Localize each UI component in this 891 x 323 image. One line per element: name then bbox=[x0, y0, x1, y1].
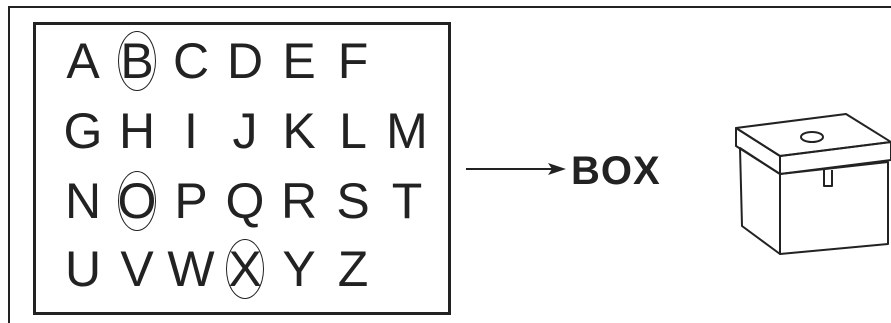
letter: H bbox=[110, 103, 164, 159]
letter: R bbox=[272, 173, 326, 229]
letter: Z bbox=[326, 241, 380, 297]
letter: K bbox=[272, 103, 326, 159]
circled-letter: X bbox=[218, 241, 272, 297]
box-icon bbox=[728, 108, 891, 258]
letter: U bbox=[56, 241, 110, 297]
letter: S bbox=[326, 173, 380, 229]
letter: A bbox=[56, 33, 110, 89]
letter: Y bbox=[272, 241, 326, 297]
result-label: BOX bbox=[571, 148, 661, 194]
letter: W bbox=[164, 241, 218, 297]
letter: F bbox=[326, 33, 380, 89]
letter: V bbox=[110, 241, 164, 297]
letter: D bbox=[218, 33, 272, 89]
arrow-icon bbox=[466, 159, 566, 179]
letter: N bbox=[56, 173, 110, 229]
letter: C bbox=[164, 33, 218, 89]
letter: T bbox=[380, 173, 434, 229]
letter: G bbox=[56, 103, 110, 159]
circled-letter: O bbox=[110, 173, 164, 229]
letter: I bbox=[164, 103, 218, 159]
letter: M bbox=[380, 103, 434, 159]
circled-letter: B bbox=[110, 33, 164, 89]
letter: Q bbox=[218, 173, 272, 229]
letter: J bbox=[218, 103, 272, 159]
letter: L bbox=[326, 103, 380, 159]
letter: E bbox=[272, 33, 326, 89]
letter: P bbox=[164, 173, 218, 229]
